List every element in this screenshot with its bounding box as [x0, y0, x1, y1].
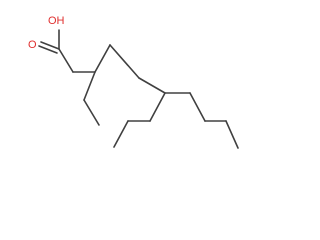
hydroxyl-label: OH [48, 15, 65, 27]
bond-c5-c6 [138, 77, 166, 94]
bond-c9-c10 [225, 120, 239, 149]
skeletal-formula: OH O [28, 15, 239, 149]
bond-c3-ethyl [83, 71, 96, 101]
bond-ethyl-terminal [83, 99, 100, 126]
bond-c4-c5 [109, 44, 140, 79]
bond-propyl-terminal [113, 120, 129, 148]
bond-c1-c2 [58, 48, 74, 73]
bond-c1-o-double-b [38, 45, 58, 54]
bond-c1-o-double-a [40, 41, 60, 50]
bond-c3-c4 [94, 44, 111, 73]
carbonyl-oxygen-label: O [28, 39, 37, 51]
bond-c7-c8 [189, 92, 206, 122]
bond-c6-propyl [149, 92, 166, 122]
